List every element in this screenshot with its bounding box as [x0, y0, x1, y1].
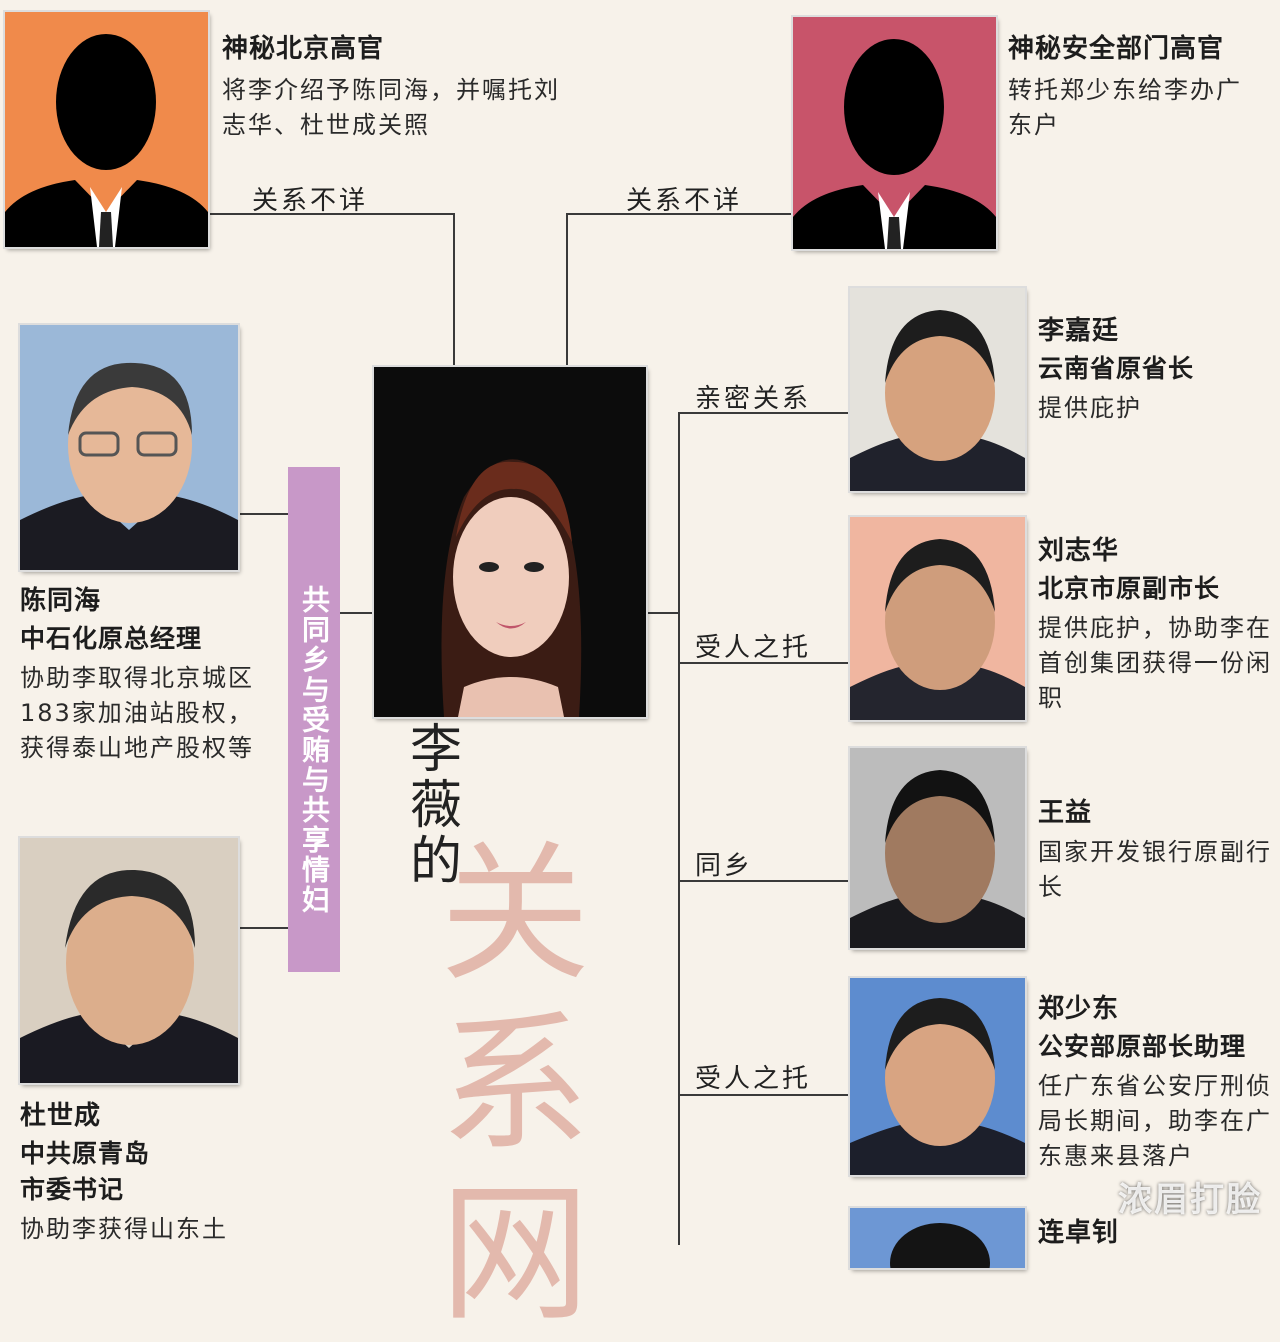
- person-title: 中共原青岛市委书记: [20, 1139, 151, 1204]
- person-desc: 将李介绍予陈同海，并嘱托刘志华、杜世成关照: [222, 76, 560, 139]
- portrait: [20, 325, 238, 570]
- person-left-0: 陈同海 中石化原总经理 协助李取得北京城区183家加油站股权，获得泰山地产股权等: [20, 580, 260, 766]
- person-name: 神秘北京高官: [222, 34, 385, 64]
- person-name: 杜世成: [20, 1101, 102, 1131]
- relation-label: 受人之托: [695, 633, 812, 663]
- portrait: [850, 1208, 1025, 1268]
- person-right-1: 刘志华 北京市原副市长 提供庇护，协助李在首创集团获得一份闲职: [1038, 530, 1278, 716]
- person-desc: 协助李取得北京城区183家加油站股权，获得泰山地产股权等: [20, 664, 254, 762]
- connector-line: [678, 1094, 850, 1096]
- portrait: [850, 288, 1025, 491]
- relation-label: 受人之托: [695, 1064, 812, 1094]
- connector-line: [238, 513, 288, 515]
- connector-line: [453, 213, 455, 368]
- person-name: 刘志华: [1038, 536, 1120, 566]
- title-small: 李薇的: [410, 720, 463, 892]
- portrait: [850, 978, 1025, 1175]
- relation-label: 同乡: [695, 851, 754, 881]
- relation-label: 关系不详: [626, 186, 743, 216]
- connector-line: [238, 927, 288, 929]
- person-desc: 协助李获得山东土: [20, 1215, 228, 1243]
- silhouette-portrait: [793, 17, 996, 249]
- silhouette-portrait: [5, 12, 208, 247]
- person-right-3: 郑少东 公安部原部长助理 任广东省公安厅刑侦局长期间，助李在广东惠来县落户: [1038, 988, 1278, 1174]
- watermark: 浓眉打脸: [1118, 1180, 1262, 1220]
- person-right-4: 连卓钊: [1038, 1212, 1273, 1249]
- portrait: [850, 517, 1025, 720]
- connector-line: [566, 213, 568, 368]
- connector-line: [340, 612, 375, 614]
- person-name: 陈同海: [20, 586, 102, 616]
- portrait: [850, 748, 1025, 948]
- person-title: 中石化原总经理: [20, 624, 203, 653]
- person-name: 连卓钊: [1038, 1218, 1120, 1248]
- person-desc: 任广东省公安厅刑侦局长期间，助李在广东惠来县落户: [1038, 1072, 1272, 1170]
- connector-line: [210, 213, 455, 215]
- connector-line: [566, 213, 796, 215]
- title-big: 关系网: [440, 828, 591, 1342]
- person-right-0: 李嘉廷 云南省原省长 提供庇护: [1038, 310, 1273, 426]
- person-right-2: 王益 国家开发银行原副行长: [1038, 792, 1273, 905]
- relation-label: 亲密关系: [695, 384, 812, 414]
- vertical-label: 共同乡与受贿与共享情妇: [288, 467, 340, 972]
- person-desc: 提供庇护，协助李在首创集团获得一份闲职: [1038, 614, 1272, 712]
- person-name: 李嘉廷: [1038, 316, 1120, 346]
- connector-line: [678, 662, 850, 664]
- person-desc: 国家开发银行原副行长: [1038, 838, 1272, 901]
- person-desc: 提供庇护: [1038, 394, 1142, 422]
- relation-label: 关系不详: [252, 186, 369, 216]
- center-portrait: [374, 367, 646, 717]
- connector-line: [645, 612, 680, 614]
- person-desc: 转托郑少东给李办广东户: [1008, 76, 1242, 139]
- person-name: 神秘安全部门高官: [1008, 34, 1225, 64]
- person-title: 公安部原部长助理: [1038, 1032, 1247, 1061]
- connector-line: [678, 412, 850, 414]
- portrait: [20, 838, 238, 1083]
- connector-line: [678, 412, 680, 1245]
- connector-line: [678, 880, 850, 882]
- person-name: 王益: [1038, 798, 1093, 828]
- person-title: 云南省原省长: [1038, 354, 1195, 383]
- person-top-left: 神秘北京高官 将李介绍予陈同海，并嘱托刘志华、杜世成关照: [222, 28, 572, 143]
- person-top-right: 神秘安全部门高官 转托郑少东给李办广东户: [1008, 28, 1273, 143]
- person-left-1: 杜世成 中共原青岛市委书记 协助李获得山东土: [20, 1095, 260, 1247]
- person-name: 郑少东: [1038, 994, 1120, 1024]
- person-title: 北京市原副市长: [1038, 574, 1221, 603]
